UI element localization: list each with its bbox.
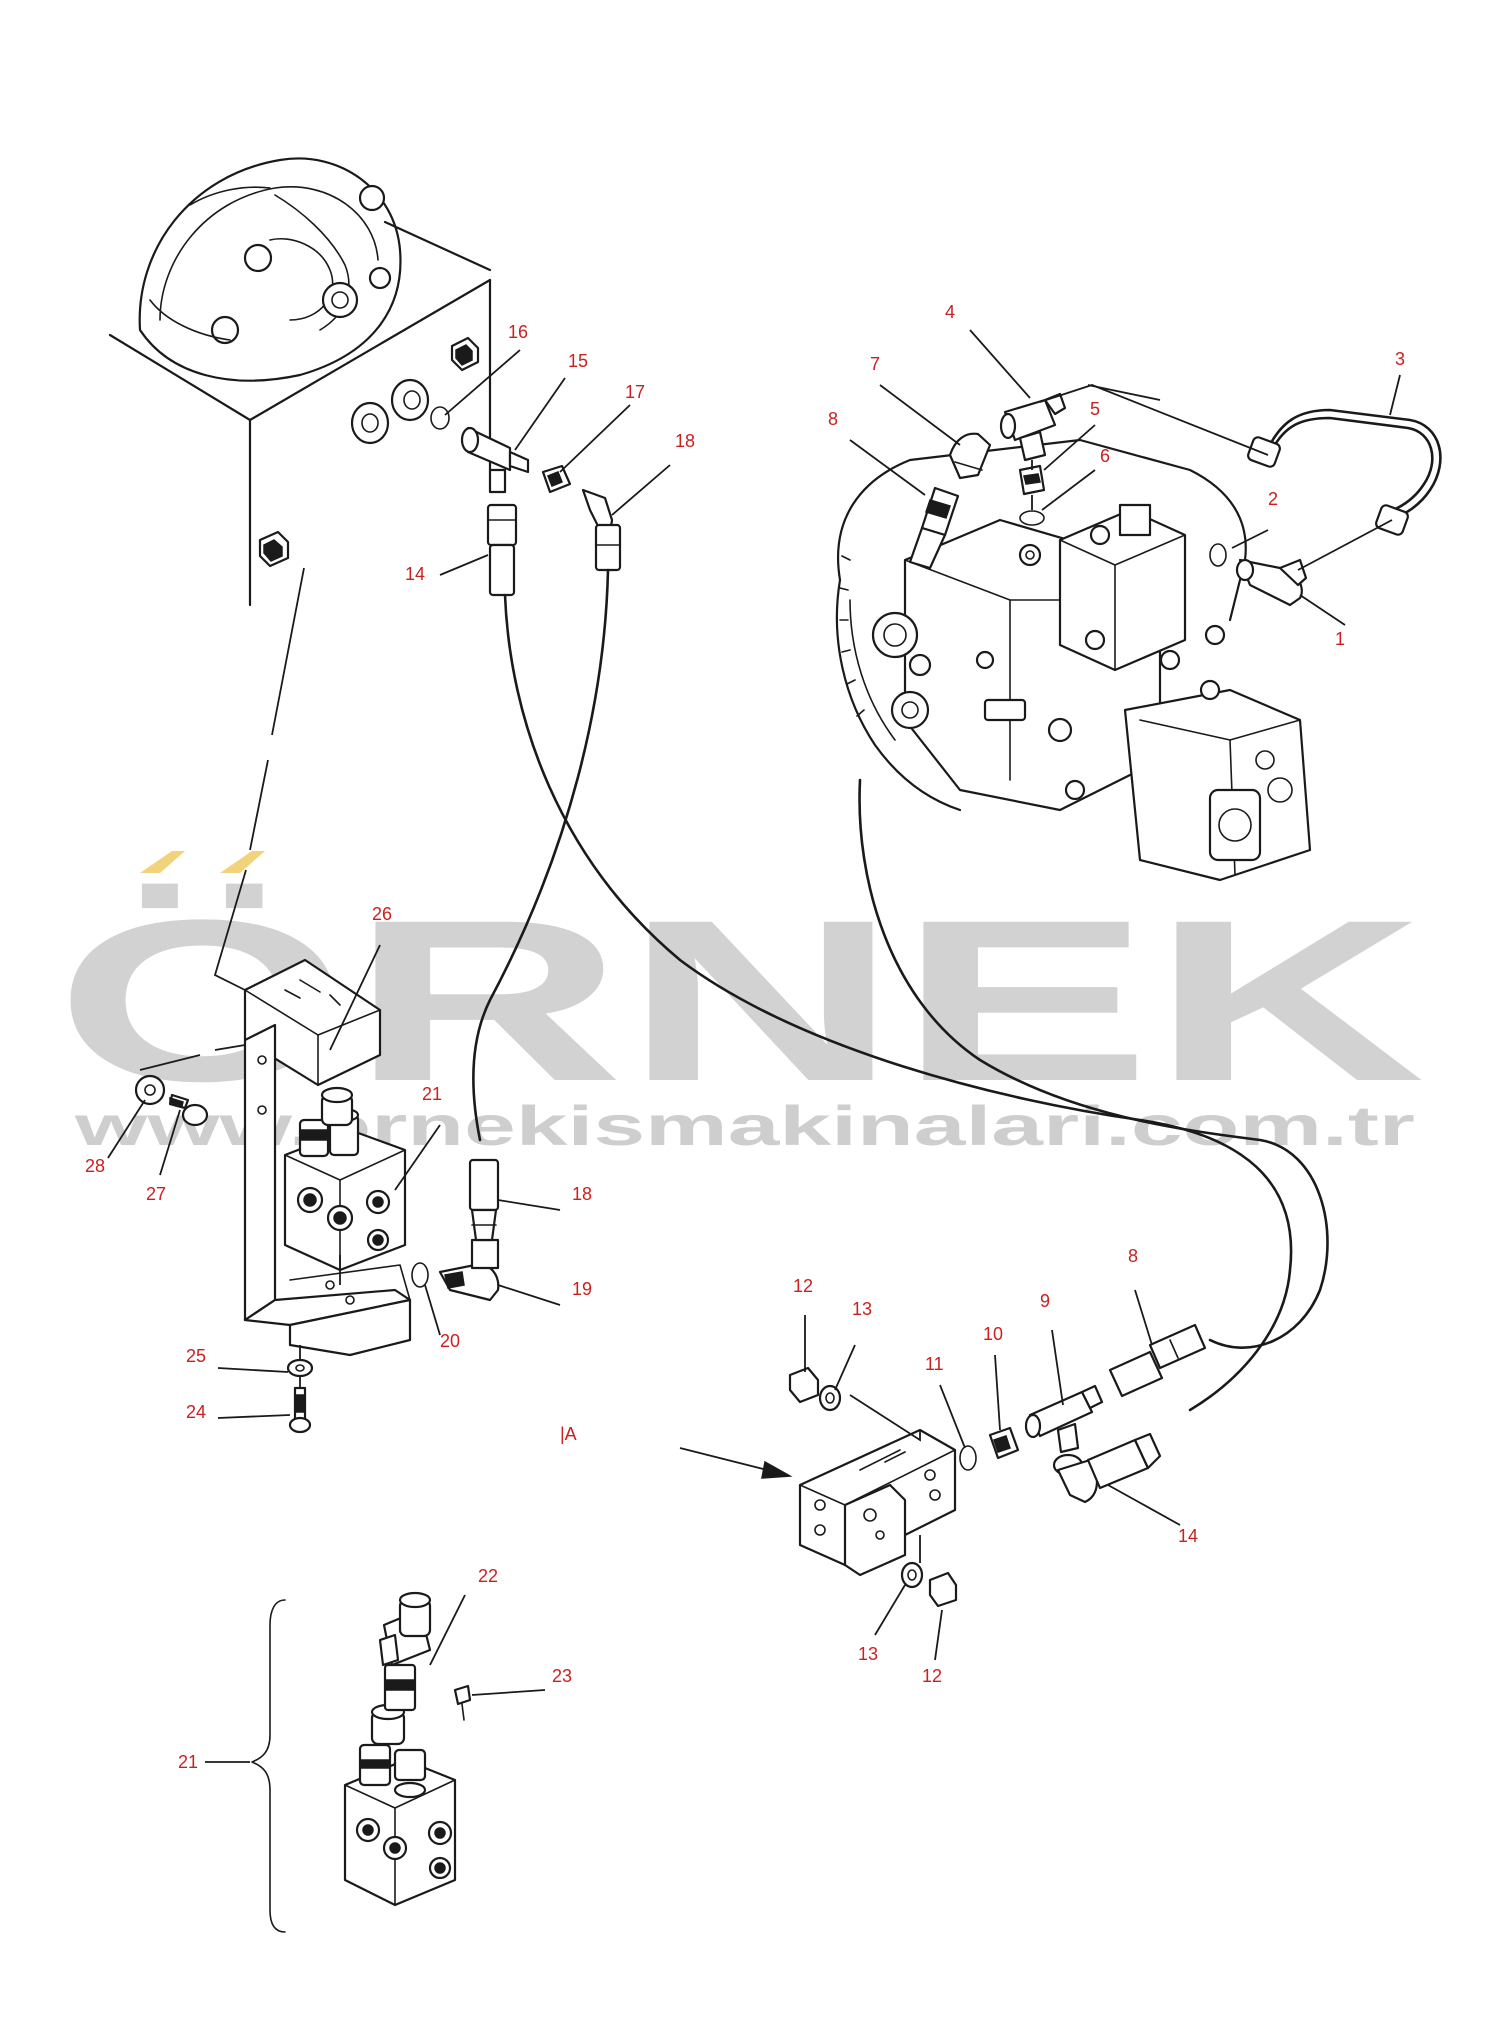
callout-17: 17	[625, 382, 645, 402]
callout-14-top: 14	[405, 564, 425, 584]
callout-19: 19	[572, 1279, 592, 1299]
callout-18-top: 18	[675, 431, 695, 451]
callout-25: 25	[186, 1346, 206, 1366]
elbow-7	[948, 432, 992, 480]
callout-28: 28	[85, 1156, 105, 1176]
view-arrow	[679, 1447, 793, 1479]
pump-assembly	[835, 438, 1312, 882]
callout-8-lower: 8	[1128, 1246, 1138, 1266]
hose-end-14-lower	[1052, 1432, 1162, 1504]
pipe-3	[1247, 408, 1442, 536]
callout-26: 26	[372, 904, 392, 924]
callout-27: 27	[146, 1184, 166, 1204]
hoses	[472, 568, 1329, 1412]
elbow-19	[411, 1238, 500, 1302]
tee-fitting-4	[999, 392, 1067, 462]
callout-13-lower: 13	[858, 1644, 878, 1664]
solenoid-valve-21-mounted	[283, 1086, 407, 1272]
callout-20: 20	[440, 1331, 460, 1351]
solenoid-valve-21-exploded	[251, 1591, 472, 1933]
callout-24: 24	[186, 1402, 206, 1422]
callout-3: 3	[1395, 349, 1405, 369]
tee-fitting-15	[460, 426, 530, 494]
elbow-1	[1209, 543, 1308, 607]
callout-4: 4	[945, 302, 955, 322]
callout-1: 1	[1335, 629, 1345, 649]
callout-9: 9	[1040, 1291, 1050, 1311]
watermark-url: www.ornekismakinalari.com.tr	[73, 1094, 1415, 1157]
callout-16: 16	[508, 322, 528, 342]
callout-22: 22	[478, 1566, 498, 1586]
callouts: 1 2 3 4 5 6 7 8 8 9 10 11 12 12 13 13 14…	[85, 302, 1405, 1772]
hose-end-8-top	[908, 486, 960, 570]
watermark-accent-right	[220, 851, 265, 873]
view-label: |A	[560, 1424, 577, 1444]
hose-end-18-top	[581, 488, 622, 572]
callout-12-upper: 12	[793, 1276, 813, 1296]
tank-housing	[108, 157, 492, 607]
callout-5: 5	[1090, 399, 1100, 419]
callout-6: 6	[1100, 446, 1110, 466]
hose-end-14-top	[486, 503, 518, 597]
callout-21-exploded: 21	[178, 1752, 198, 1772]
fittings-9-10-11	[959, 1384, 1104, 1471]
plug-12-upper	[788, 1366, 842, 1412]
nut-square-lower	[258, 530, 290, 568]
callout-18-lower: 18	[572, 1184, 592, 1204]
hose-end-18-lower	[468, 1158, 500, 1242]
nut-17	[541, 464, 572, 494]
callout-12-lower: 12	[922, 1666, 942, 1686]
leader-lines	[107, 329, 1401, 1763]
manifold-block	[798, 1428, 957, 1577]
bolt-24	[286, 1358, 314, 1434]
callout-2: 2	[1268, 489, 1278, 509]
callout-8-top: 8	[828, 409, 838, 429]
nut-square-upper	[450, 336, 480, 372]
bolt-27	[134, 1074, 209, 1127]
hose-end-8-lower	[1108, 1323, 1207, 1398]
plug-12-lower	[900, 1561, 958, 1608]
adapter-rings	[350, 378, 450, 445]
callout-11: 11	[925, 1354, 944, 1374]
nipple-5	[1018, 464, 1046, 526]
callout-15: 15	[568, 351, 588, 371]
watermark-accent-left	[140, 851, 185, 873]
callout-7: 7	[870, 354, 880, 374]
callout-21-mounted: 21	[422, 1084, 442, 1104]
callout-14-lower: 14	[1178, 1526, 1198, 1546]
callout-23: 23	[552, 1666, 572, 1686]
valve-bracket	[243, 958, 412, 1357]
callout-13-upper: 13	[852, 1299, 872, 1319]
callout-10: 10	[983, 1324, 1003, 1344]
